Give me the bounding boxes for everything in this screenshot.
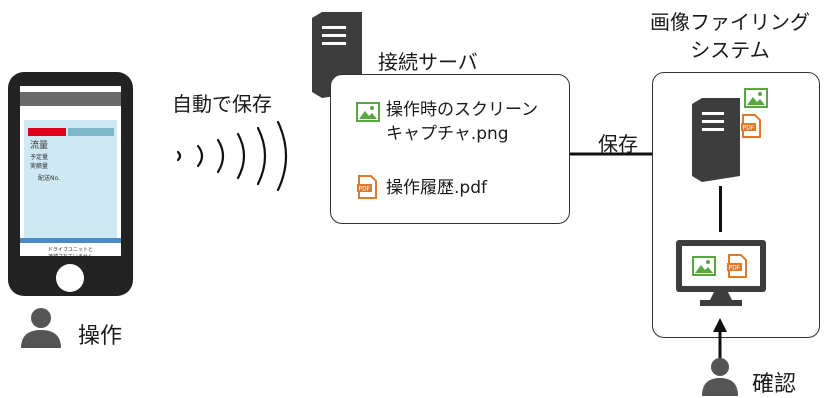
- svg-text:PDF: PDF: [359, 186, 371, 193]
- phone-row-2: 実績量: [30, 163, 49, 170]
- image-icon: [356, 102, 380, 122]
- phone-teal-cell: [68, 128, 114, 136]
- wireless-signal-icon: [170, 120, 300, 192]
- filing-pdf-icon: PDF: [740, 114, 762, 138]
- phone-footer-text: ドライブユニットと 接続されていません: [47, 247, 93, 256]
- phone-content-area: [24, 120, 117, 238]
- connection-server-title: 接続サーバ: [378, 50, 478, 74]
- operator-person-icon: [18, 308, 64, 348]
- monitor-pdf-icon: PDF: [726, 254, 748, 278]
- svg-text:PDF: PDF: [729, 265, 741, 272]
- phone-header-bar: [20, 92, 121, 106]
- filing-server-icon: [692, 98, 740, 182]
- viewer-action-label: 確認: [752, 372, 797, 397]
- phone-blue-bar: [20, 238, 121, 243]
- svg-text:PDF: PDF: [743, 125, 755, 132]
- phone-main-value: 流量: [30, 141, 49, 151]
- phone-home-button: [56, 264, 84, 292]
- operator-action-label: 操作: [78, 324, 123, 349]
- confirm-arrow: [712, 318, 728, 362]
- smartphone: 流量 予定量 実績量 配送No. ドライブユニットと 接続されていません: [8, 72, 133, 296]
- pdf-icon: PDF: [356, 175, 378, 199]
- filing-system-title: 画像ファイリング システム: [650, 10, 810, 62]
- history-file-name: 操作履歴.pdf: [386, 178, 487, 198]
- monitor-image-icon: [692, 256, 716, 276]
- phone-row-1: 予定量: [30, 154, 49, 161]
- phone-red-cell: [28, 128, 66, 136]
- save-arrow-label: 保存: [598, 132, 638, 156]
- monitor-icon: [676, 240, 766, 308]
- connection-server-box: [330, 74, 570, 224]
- filing-image-icon: [744, 88, 768, 108]
- auto-save-label: 自動で保存: [172, 92, 272, 116]
- server-monitor-connector: [719, 186, 722, 232]
- viewer-person-icon: [700, 358, 740, 396]
- phone-search-text: 配送No.: [38, 175, 60, 182]
- screenshot-file-name: 操作時のスクリーン キャプチャ.png: [386, 100, 539, 144]
- phone-screen: 流量 予定量 実績量 配送No. ドライブユニットと 接続されていません: [20, 86, 121, 256]
